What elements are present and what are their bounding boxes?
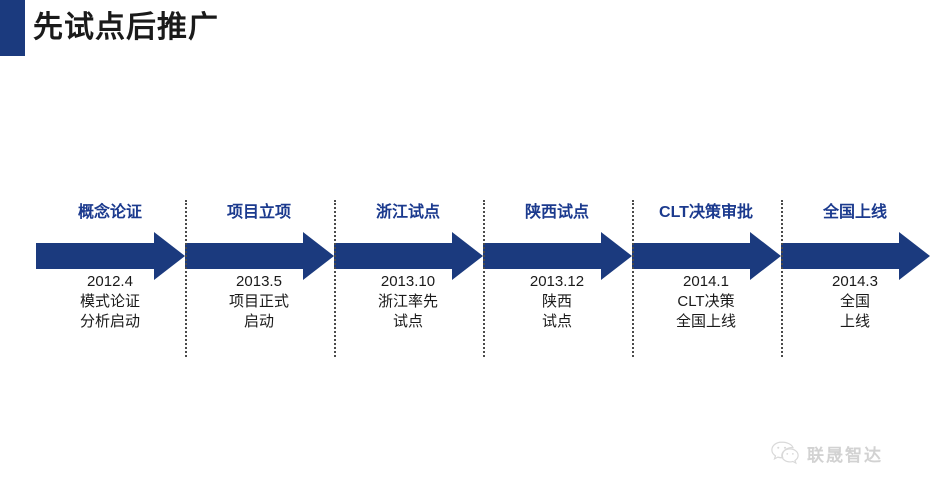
stage-body-6: 2014.3 全国 上线 (832, 273, 878, 330)
stage-body-1: 2012.4 模式论证 分析启动 (79, 273, 140, 330)
footer-logo: 联晟智达 (770, 440, 883, 466)
timeline-divider-4 (632, 200, 634, 357)
timeline-divider-2 (334, 200, 336, 357)
timeline-stage-4[interactable]: 陕西试点 2013.12 陕西 试点 (483, 202, 631, 330)
stage-body-4: 2013.12 陕西 试点 (529, 273, 585, 330)
stage-header-5: CLT决策审批 (659, 204, 753, 221)
timeline-stage-5[interactable]: CLT决策审批 2014.1 CLT决策 全国上线 (632, 202, 780, 330)
footer-brand-text: 联晟智达 (807, 445, 883, 465)
timeline-stage-6[interactable]: 全国上线 2014.3 全国 上线 (781, 202, 929, 330)
timeline-stage-1[interactable]: 概念论证 2012.4 模式论证 分析启动 (36, 202, 184, 330)
timeline-arrow-3 (334, 231, 483, 281)
stage-header-2: 项目立项 (226, 204, 291, 221)
timeline-arrow-2 (185, 231, 334, 281)
timeline-stage-2[interactable]: 项目立项 2013.5 项目正式 启动 (185, 202, 333, 330)
timeline-stage-3[interactable]: 浙江试点 2013.10 浙江率先 试点 (334, 202, 482, 330)
timeline-divider-1 (185, 200, 187, 357)
stage-header-4: 陕西试点 (524, 204, 589, 221)
title-accent-bar (0, 0, 25, 56)
wechat-icon (770, 440, 800, 466)
timeline-arrow-4 (483, 231, 632, 281)
timeline-arrow-1 (36, 231, 185, 281)
stage-body-3: 2013.10 浙江率先 试点 (377, 273, 438, 330)
timeline-divider-3 (483, 200, 485, 357)
timeline-arrow-6 (781, 231, 930, 281)
stage-header-3: 浙江试点 (375, 204, 440, 221)
stage-body-2: 2013.5 项目正式 启动 (228, 273, 289, 330)
page-title: 先试点后推广 (33, 11, 219, 44)
timeline-divider-5 (781, 200, 783, 357)
timeline-arrow-5 (632, 231, 781, 281)
stage-header-6: 全国上线 (822, 204, 887, 221)
stage-body-5: 2014.1 CLT决策 全国上线 (675, 273, 736, 330)
stage-header-1: 概念论证 (77, 204, 142, 221)
